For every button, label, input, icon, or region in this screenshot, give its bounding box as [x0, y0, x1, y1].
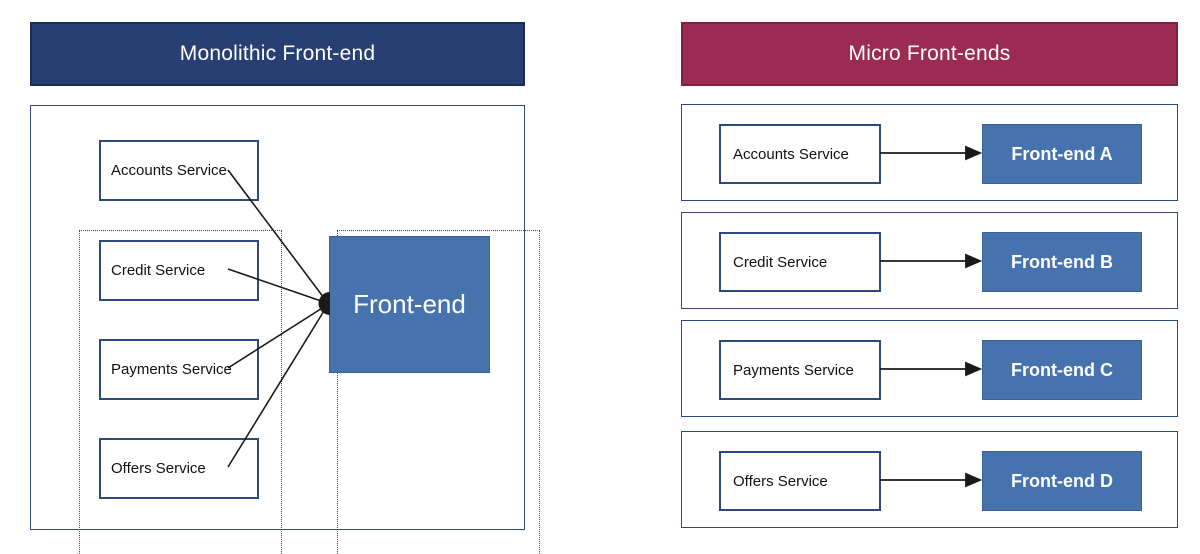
micro-row-4: Offers Service Front-end D — [681, 431, 1178, 528]
frontend-label: Front-end C — [1011, 359, 1113, 380]
frontend-label: Front-end B — [1011, 251, 1113, 272]
monolithic-frontend-zone — [337, 230, 540, 554]
micro-title: Micro Front-ends — [848, 42, 1011, 65]
service-label: Accounts Service — [111, 162, 227, 179]
monolithic-title-banner: Monolithic Front-end — [30, 22, 525, 86]
service-box-credit: Credit Service — [99, 240, 259, 301]
service-box-accounts-micro: Accounts Service — [719, 124, 881, 184]
service-box-accounts: Accounts Service — [99, 140, 259, 201]
service-label: Accounts Service — [733, 145, 849, 163]
frontend-box-a: Front-end A — [982, 124, 1142, 184]
monolithic-frontend-box: Front-end — [329, 236, 490, 373]
micro-row-1: Accounts Service Front-end A — [681, 104, 1178, 201]
micro-title-banner: Micro Front-ends — [681, 22, 1178, 86]
micro-row-2: Credit Service Front-end B — [681, 212, 1178, 309]
service-label: Offers Service — [111, 460, 206, 477]
service-label: Payments Service — [111, 361, 232, 378]
frontend-box-d: Front-end D — [982, 451, 1142, 511]
monolithic-title: Monolithic Front-end — [179, 42, 376, 65]
service-label: Offers Service — [733, 472, 828, 490]
frontend-box-b: Front-end B — [982, 232, 1142, 292]
service-label: Credit Service — [733, 253, 828, 271]
service-box-credit-micro: Credit Service — [719, 232, 881, 292]
frontend-box-c: Front-end C — [982, 340, 1142, 400]
service-box-payments-micro: Payments Service — [719, 340, 881, 400]
service-box-payments: Payments Service — [99, 339, 259, 400]
micro-row-3: Payments Service Front-end C — [681, 320, 1178, 417]
service-label: Payments Service — [733, 361, 854, 379]
service-box-offers: Offers Service — [99, 438, 259, 499]
monolithic-frontend-label: Front-end — [353, 289, 466, 319]
frontend-label: Front-end D — [1011, 470, 1113, 491]
service-box-offers-micro: Offers Service — [719, 451, 881, 511]
frontend-label: Front-end A — [1011, 143, 1113, 164]
service-label: Credit Service — [111, 262, 206, 279]
